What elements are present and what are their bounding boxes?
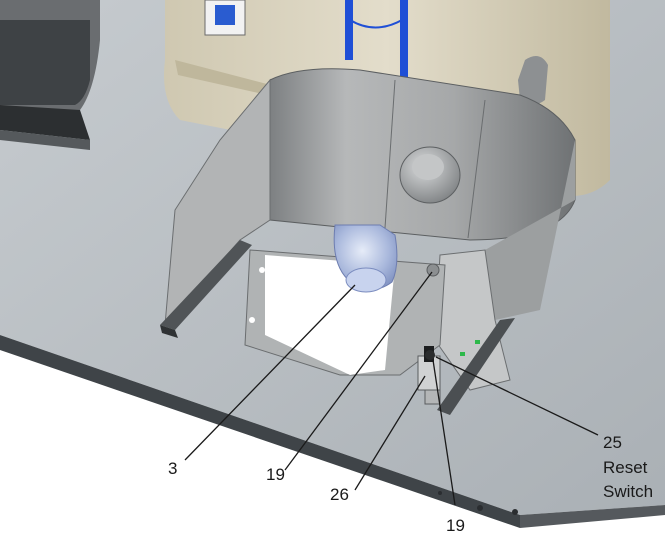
leader-lines	[184, 271, 599, 506]
leader-25	[435, 356, 599, 436]
leader-19-top	[284, 271, 433, 471]
callout-3: 3	[168, 459, 177, 478]
callout-25: 25	[603, 433, 622, 452]
drain-elbow	[333, 224, 398, 293]
callout-switch-label: Switch	[603, 482, 653, 501]
left-cabinet	[0, 0, 100, 150]
callout-labels: 3 19 26 19 25 Reset Switch	[168, 433, 653, 535]
shroud-cover	[160, 68, 576, 415]
callout-19-top: 19	[266, 465, 285, 484]
leader-19-bottom	[432, 359, 456, 506]
leader-3	[184, 284, 356, 461]
callout-26: 26	[330, 485, 349, 504]
callout-19-bottom: 19	[446, 516, 465, 535]
reset-switch-assembly	[417, 346, 441, 405]
callout-reset-label: Reset	[603, 458, 648, 477]
leader-26	[354, 375, 426, 491]
